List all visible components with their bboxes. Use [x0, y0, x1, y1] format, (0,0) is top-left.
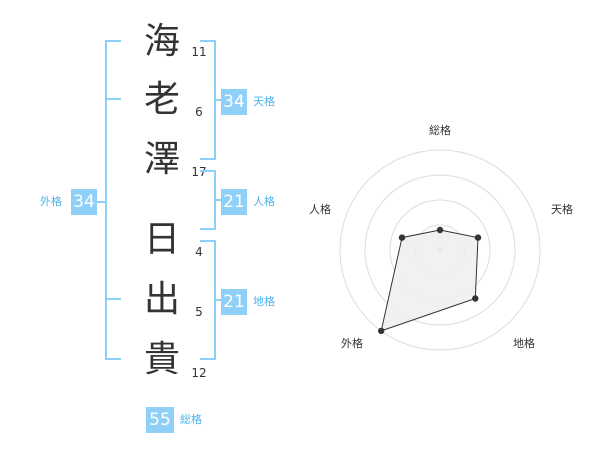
tenkaku-label: 天格 [253, 95, 275, 108]
stroke-count-2: 6 [195, 105, 203, 119]
gaikaku-bracket-tick [105, 298, 121, 300]
radar-ring [364, 174, 516, 326]
chikaku-badge: 21 [221, 289, 247, 315]
stroke-count-3: 17 [191, 165, 207, 179]
stroke-count-1: 11 [191, 45, 207, 59]
name-char-3: 澤 [143, 139, 180, 180]
gaikaku-bracket-connector [97, 201, 106, 203]
radar-point [436, 226, 444, 234]
soukaku-badge: 55 [146, 407, 174, 433]
tenkaku-badge: 34 [221, 89, 247, 115]
tenkaku-bracket-connector [215, 99, 222, 101]
radar-axis-label-soukaku: 総格 [429, 124, 451, 137]
chikaku-bracket-connector [215, 299, 222, 301]
radar-point [474, 234, 482, 241]
stroke-count-4: 4 [195, 245, 203, 259]
stroke-count-5: 5 [195, 305, 203, 319]
jinkaku-badge: 21 [221, 189, 247, 215]
chikaku-label: 地格 [253, 295, 275, 308]
name-char-1: 海 [143, 21, 180, 62]
gaikaku-bracket-tick [105, 98, 121, 100]
radar-axis-label-jinkaku: 人格 [309, 203, 331, 216]
radar-ring [339, 149, 541, 351]
name-char-4: 日 [143, 219, 180, 260]
soukaku-label: 総格 [180, 413, 202, 426]
gaikaku-label: 外格 [40, 195, 62, 208]
jinkaku-label: 人格 [253, 195, 275, 208]
stroke-count-6: 12 [191, 366, 207, 380]
radar-point [472, 295, 479, 302]
jinkaku-bracket-connector [215, 199, 222, 201]
gaikaku-badge: 34 [71, 189, 97, 215]
name-char-2: 老 [143, 79, 180, 120]
name-char-6: 貴 [143, 339, 180, 380]
gaikaku-bracket [105, 40, 121, 360]
radar-axis-label-chikaku: 地格 [513, 337, 535, 350]
radar-area [380, 229, 479, 332]
radar-point [398, 234, 406, 241]
radar-point [378, 327, 385, 335]
radar-axis-label-tenkaku: 天格 [551, 203, 573, 216]
name-char-5: 出 [143, 279, 180, 320]
radar-axis-label-gaikaku: 外格 [341, 337, 363, 350]
